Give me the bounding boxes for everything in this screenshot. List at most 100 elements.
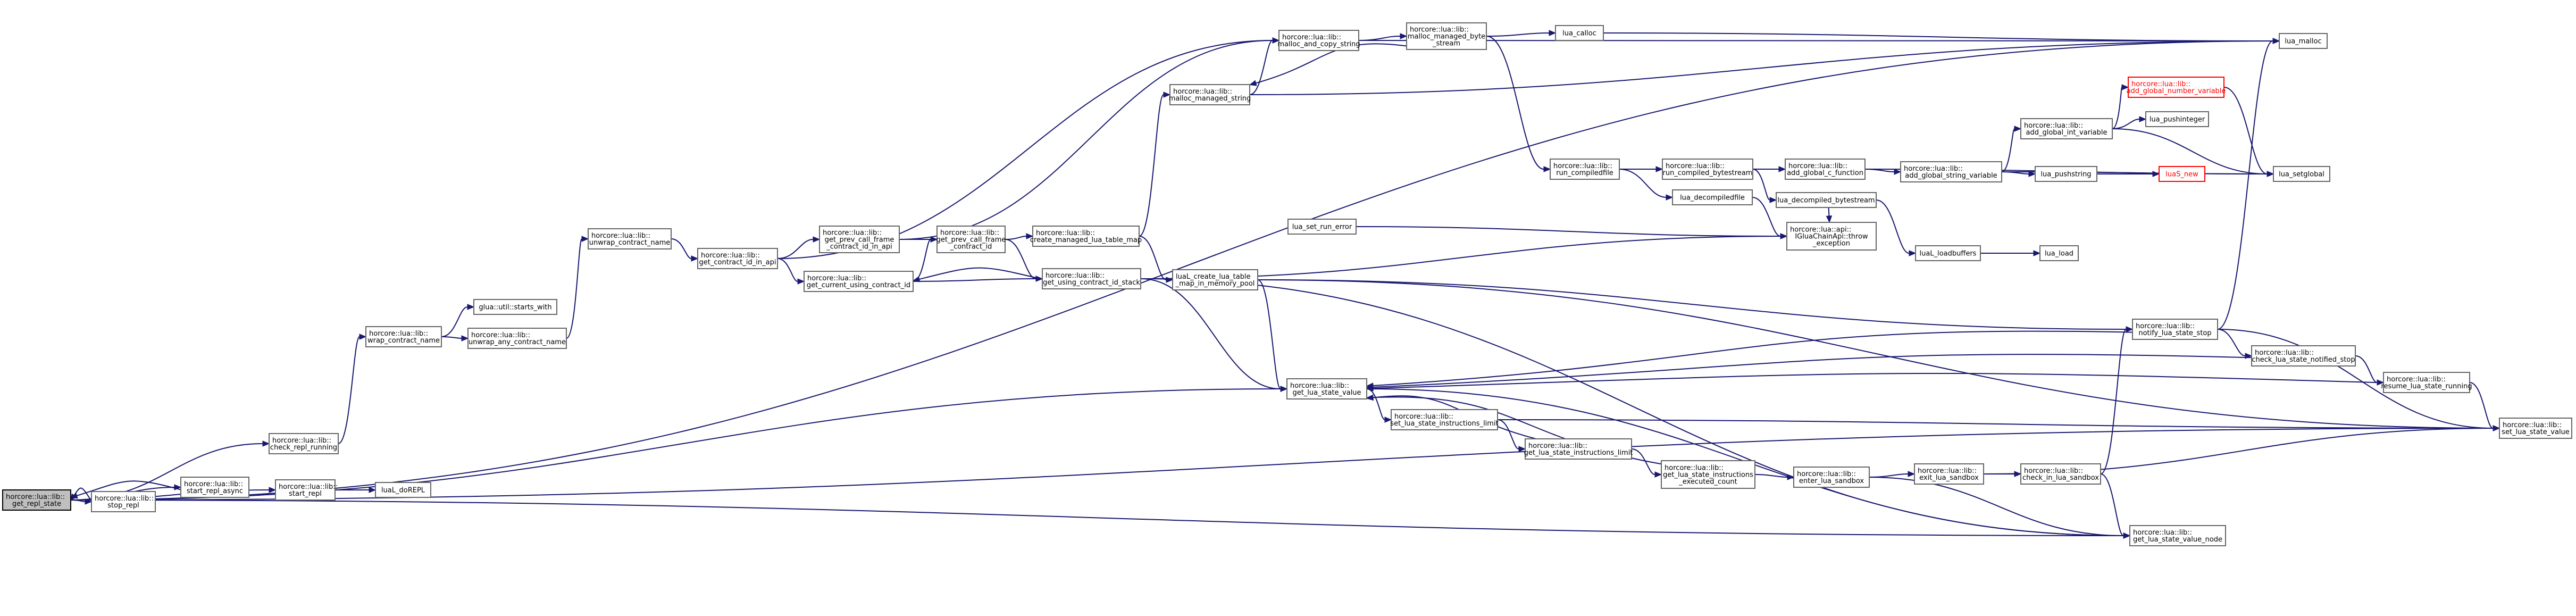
graph-node-label: add_global_string_variable bbox=[1905, 172, 1997, 180]
graph-node-wrap-contract-name[interactable]: horcore::lua::lib::wrap_contract_name bbox=[365, 326, 442, 347]
graph-node-stop-repl[interactable]: horcore::lua::lib::stop_repl bbox=[91, 491, 156, 512]
call-edge-arrowhead bbox=[70, 493, 78, 499]
graph-node-create-managed-lua-table-map[interactable]: horcore::lua::lib::create_managed_lua_ta… bbox=[1030, 226, 1142, 247]
graph-node-label: horcore::lua::lib:: bbox=[823, 229, 882, 237]
graph-node-box bbox=[2251, 345, 2356, 367]
graph-node-check-lua-state-notified-stop[interactable]: horcore::lua::lib::check_lua_state_notif… bbox=[2251, 345, 2356, 367]
graph-node-get-using-contract-id-stack[interactable]: horcore::lua::lib::get_using_contract_id… bbox=[1042, 268, 1141, 289]
graph-node-unwrap-contract-name[interactable]: horcore::lua::lib::unwrap_contract_name bbox=[588, 228, 672, 249]
graph-node-starts-with[interactable]: glua::util::starts_with bbox=[473, 299, 557, 315]
graph-node-box bbox=[2499, 418, 2572, 439]
call-edge-malloc_and_copy_string-to-lua_malloc bbox=[1358, 40, 2273, 41]
graph-node-malloc-and-copy-string[interactable]: horcore::lua::lib::malloc_and_copy_strin… bbox=[1277, 30, 1360, 51]
call-edge-arrowhead bbox=[797, 278, 805, 285]
graph-node-label: lua_calloc bbox=[1562, 30, 1596, 38]
call-edge-arrowhead bbox=[1787, 474, 1795, 480]
graph-node-luaL-create-lua-table-map-in-memory-pool[interactable]: luaL_create_lua_table_map_in_memory_pool bbox=[1172, 269, 1258, 290]
graph-node-box bbox=[2039, 245, 2079, 261]
graph-node-set-lua-state-instructions-limit[interactable]: horcore::lua::lib::set_lua_state_instruc… bbox=[1390, 409, 1499, 430]
call-edge-arrowhead bbox=[1249, 80, 1257, 86]
graph-node-label: horcore::lua::lib:: bbox=[1528, 442, 1587, 450]
graph-node-box bbox=[375, 482, 431, 498]
call-edge-luaL_create_lua_table_map_in_memory_pool-to-get_lua_state_value bbox=[1257, 279, 1281, 389]
call-edge-get_repl_state-to-set_lua_state_value bbox=[70, 428, 2494, 501]
graph-node-get-prev-call-frame-contract-id-in-api[interactable]: horcore::lua::lib::get_prev_call_frame_c… bbox=[819, 226, 900, 253]
graph-node-set-lua-state-value[interactable]: horcore::lua::lib::set_lua_state_value bbox=[2499, 418, 2572, 439]
graph-node-label: lua_pushstring bbox=[2040, 171, 2091, 179]
graph-node-check-in-lua-sandbox[interactable]: horcore::lua::lib::check_in_lua_sandbox bbox=[2020, 463, 2101, 485]
graph-node-lua-set-run-error[interactable]: lua_set_run_error bbox=[1287, 219, 1357, 235]
graph-node-resume-lua-state-running[interactable]: horcore::lua::lib::resume_lua_state_runn… bbox=[2381, 372, 2472, 393]
graph-node-get-contract-id-in-api[interactable]: horcore::lua::lib::get_contract_id_in_ap… bbox=[697, 248, 778, 269]
call-edge-arrowhead bbox=[1026, 233, 1034, 239]
graph-node-luaL-loadbuffers[interactable]: luaL_loadbuffers bbox=[1915, 245, 1981, 261]
graph-node-run-compiled-bytestream[interactable]: horcore::lua::lib::run_compiled_bytestre… bbox=[1662, 159, 1753, 180]
graph-node-unwrap-any-contract-name[interactable]: horcore::lua::lib::unwrap_any_contract_n… bbox=[467, 328, 567, 349]
call-edge-check_in_lua_sandbox-to-get_lua_state_value_node bbox=[2100, 473, 2124, 536]
graph-node-label: horcore::lua::lib:: bbox=[1036, 229, 1095, 237]
graph-node-luaS-new[interactable]: luaS_new bbox=[2159, 166, 2205, 182]
graph-node-label: horcore::lua::lib:: bbox=[2133, 529, 2192, 537]
graph-node-label: horcore::lua::lib:: bbox=[591, 232, 650, 240]
call-edge-arrowhead bbox=[2266, 171, 2274, 177]
graph-node-label: _stream bbox=[1432, 40, 1460, 48]
graph-node-get-current-using-contract-id[interactable]: horcore::lua::lib::get_current_using_con… bbox=[804, 271, 914, 292]
graph-node-check-repl-running[interactable]: horcore::lua::lib::check_repl_running bbox=[269, 433, 339, 454]
graph-node-luaL-doREPL[interactable]: luaL_doREPL bbox=[375, 482, 431, 498]
graph-node-box bbox=[804, 271, 914, 292]
graph-node-label: run_compiledfile bbox=[1556, 169, 1613, 177]
graph-node-box bbox=[2020, 463, 2101, 485]
call-edge-unwrap_contract_name-to-get_contract_id_in_api bbox=[671, 238, 692, 259]
call-edge-arrowhead bbox=[369, 487, 377, 493]
call-edge-get_prev_call_frame_contract_id_in_api-to-malloc_and_copy_string bbox=[899, 40, 1273, 240]
call-edge-arrowhead bbox=[2123, 532, 2131, 539]
call-edge-stop_repl-to-get_repl_state bbox=[73, 487, 92, 502]
graph-node-notify-lua-state-stop[interactable]: horcore::lua::lib::notify_lua_state_stop bbox=[2132, 319, 2218, 340]
call-edge-get_using_contract_id_stack-to-get_lua_state_value bbox=[1140, 278, 1281, 389]
graph-node-get-prev-call-frame-contract-id[interactable]: horcore::lua::lib::get_prev_call_frame_c… bbox=[936, 226, 1006, 253]
graph-node-label: horcore::lua::api:: bbox=[1790, 226, 1851, 234]
graph-node-get-repl-state[interactable]: horcore::lua::lib::get_repl_state bbox=[2, 489, 71, 511]
graph-node-label: horcore::lua::lib:: bbox=[1046, 272, 1105, 280]
graph-node-enter-lua-sandbox[interactable]: horcore::lua::lib::enter_lua_sandbox bbox=[1793, 467, 1870, 488]
graph-node-lua-pushinteger[interactable]: lua_pushinteger bbox=[2145, 111, 2209, 127]
graph-node-exit-lua-sandbox[interactable]: horcore::lua::lib::exit_lua_sandbox bbox=[1914, 463, 1984, 485]
call-edge-get_lua_state_value-to-set_lua_state_instructions_limit bbox=[1366, 388, 1385, 420]
call-edge-get_contract_id_in_api-to-get_prev_call_frame_contract_id_in_api bbox=[777, 239, 814, 259]
graph-node-malloc-managed-bytestream[interactable]: horcore::lua::lib::malloc_managed_byte_s… bbox=[1406, 22, 1487, 50]
graph-node-label: check_lua_state_notified_stop bbox=[2252, 356, 2355, 364]
graph-node-add-global-int-variable[interactable]: horcore::lua::lib::add_global_int_variab… bbox=[2020, 118, 2113, 139]
graph-node-lua-calloc[interactable]: lua_calloc bbox=[1555, 25, 1604, 41]
graph-node-label: start_repl_async bbox=[187, 487, 243, 495]
graph-node-lua-pushstring[interactable]: lua_pushstring bbox=[2035, 166, 2097, 182]
call-edge-arrowhead bbox=[2033, 250, 2041, 256]
graph-node-box bbox=[1786, 222, 1877, 251]
graph-node-label: create_managed_lua_table_map bbox=[1030, 236, 1142, 244]
call-edge-arrowhead bbox=[813, 236, 821, 243]
graph-node-box bbox=[1278, 30, 1359, 51]
graph-node-lua-setglobal[interactable]: lua_setglobal bbox=[2273, 166, 2330, 182]
graph-node-lua-decompiledfile[interactable]: lua_decompiledfile bbox=[1672, 189, 1753, 205]
call-edge-arrowhead bbox=[262, 440, 270, 447]
graph-node-get-lua-state-instructions-executed-count[interactable]: horcore::lua::lib::get_lua_state_instruc… bbox=[1661, 460, 1755, 489]
graph-node-add-global-string-variable[interactable]: horcore::lua::lib::add_global_string_var… bbox=[1900, 161, 2002, 182]
graph-node-get-lua-state-value[interactable]: horcore::lua::lib::get_lua_state_value bbox=[1286, 378, 1367, 399]
graph-node-lua-malloc[interactable]: lua_malloc bbox=[2279, 33, 2328, 49]
graph-node-add-global-c-function[interactable]: horcore::lua::lib::add_global_c_function bbox=[1785, 159, 1866, 180]
graph-node-throw-exception[interactable]: horcore::lua::api::IGluaChainApi::throw_… bbox=[1786, 222, 1877, 251]
graph-node-get-lua-state-value-node[interactable]: horcore::lua::lib::get_lua_state_value_n… bbox=[2129, 525, 2226, 546]
graph-node-add-global-number-variable[interactable]: horcore::lua::lib::add_global_number_var… bbox=[2127, 77, 2226, 98]
graph-node-get-lua-state-instructions-limit[interactable]: horcore::lua::lib::get_lua_state_instruc… bbox=[1524, 438, 1633, 460]
graph-node-lua-decompiled-bytestream[interactable]: lua_decompiled_bytestream bbox=[1776, 192, 1877, 208]
graph-node-label: get_current_using_contract_id bbox=[807, 281, 910, 289]
graph-node-malloc-managed-string[interactable]: horcore::lua::lib::malloc_managed_string bbox=[1169, 84, 1251, 105]
graph-node-run-compiledfile[interactable]: horcore::lua::lib::run_compiledfile bbox=[1550, 159, 1620, 180]
graph-node-label: horcore::lua::lib:: bbox=[2136, 322, 2195, 330]
graph-node-start-repl-async[interactable]: horcore::lua::lib::start_repl_async bbox=[180, 477, 249, 498]
graph-node-label: _executed_count bbox=[1678, 478, 1737, 486]
graph-node-label: set_lua_state_instructions_limit bbox=[1390, 420, 1498, 428]
graph-node-lua-load[interactable]: lua_load bbox=[2039, 245, 2079, 261]
graph-node-start-repl[interactable]: horcore::lua::lib::start_repl bbox=[275, 479, 338, 501]
call-edge-arrowhead bbox=[1780, 233, 1788, 239]
graph-node-label: luaL_loadbuffers bbox=[1920, 250, 1977, 258]
